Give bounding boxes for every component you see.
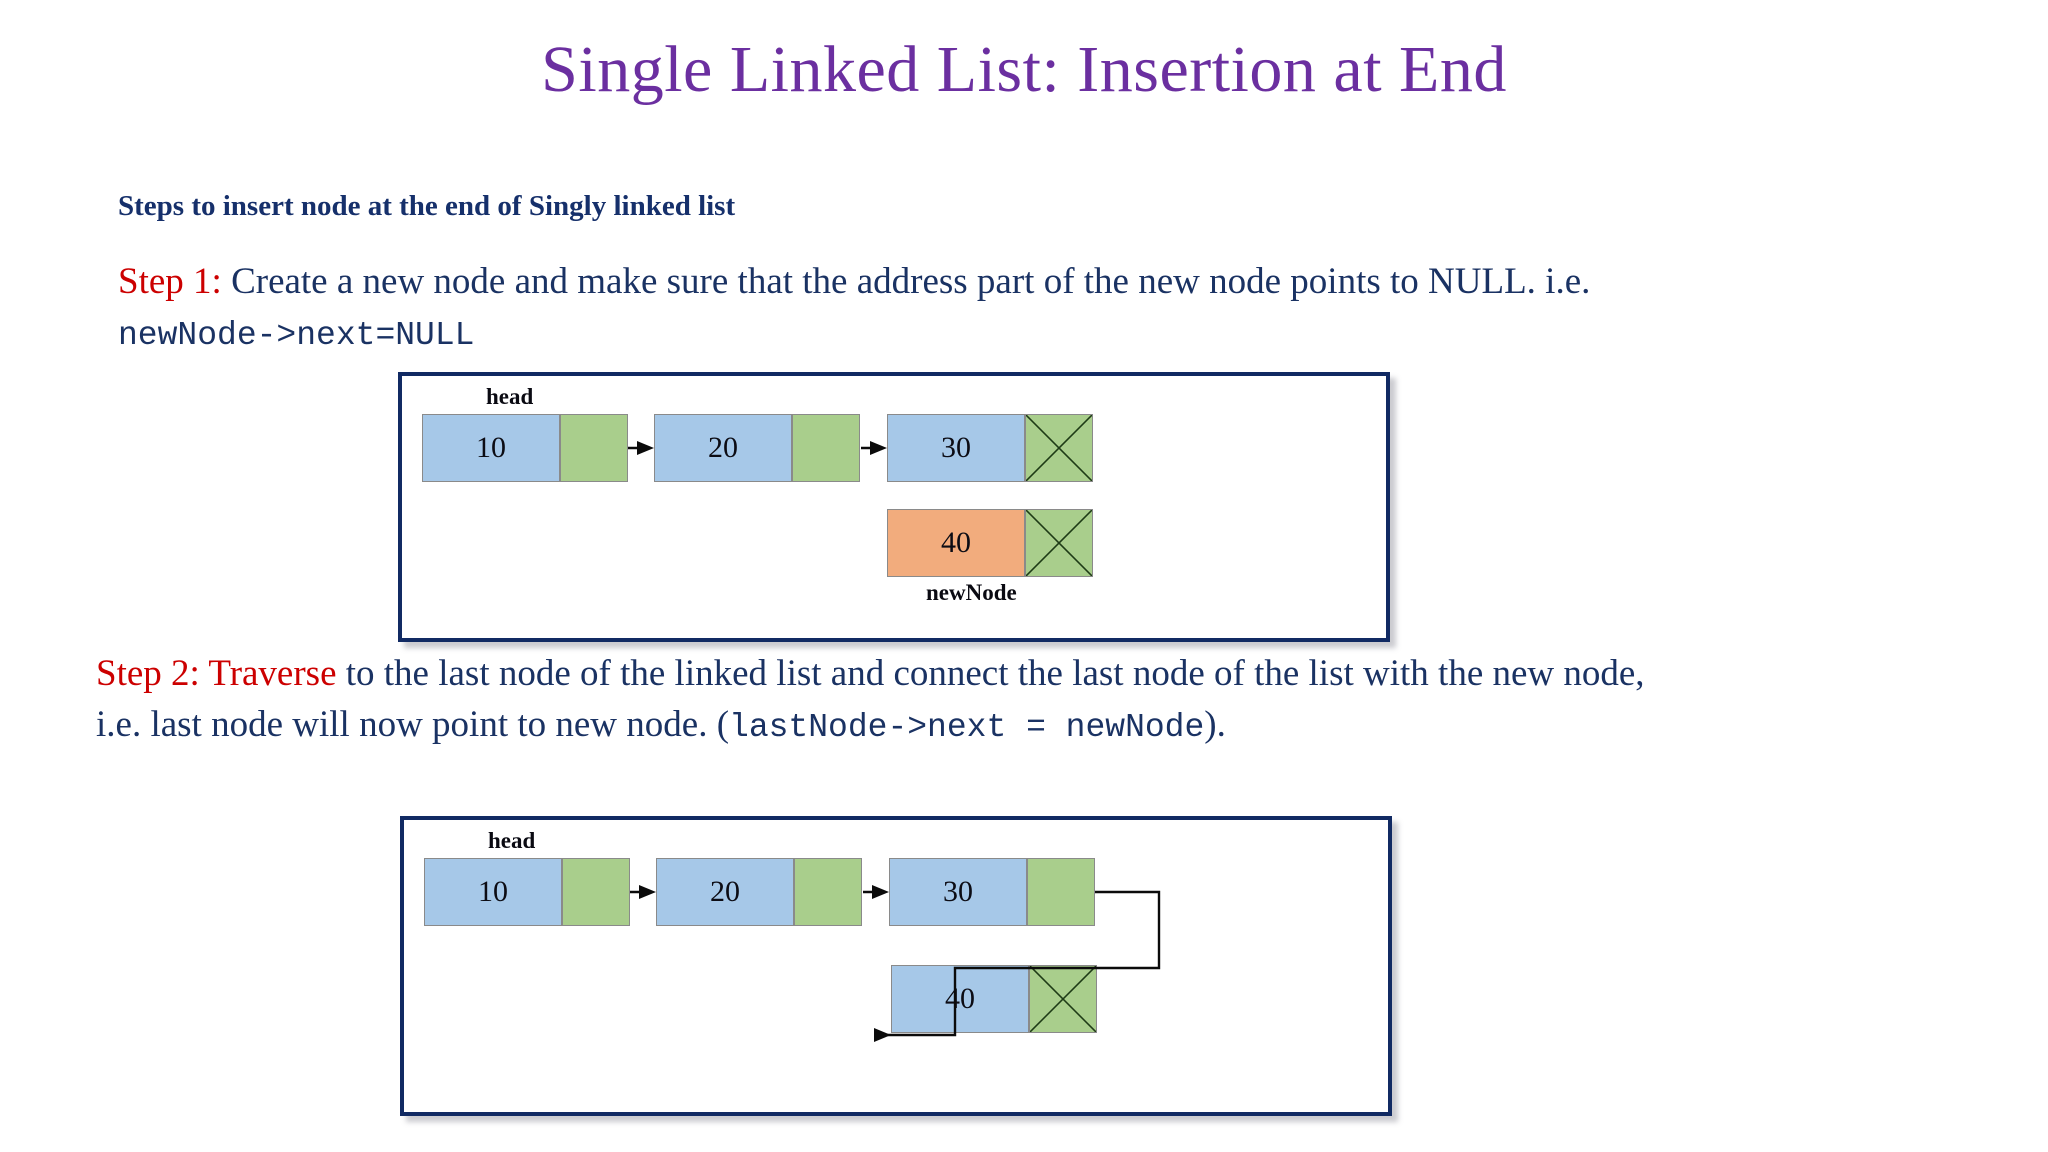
step-1-code: newNode->next=NULL (118, 317, 475, 354)
arrow-20-to-30-head (872, 885, 889, 899)
arrow-10-to-20-head (639, 885, 656, 899)
null-x-icon (1026, 415, 1092, 481)
node-40: 40 (891, 965, 1097, 1033)
node-40-data: 40 (891, 965, 1029, 1033)
step-1-label: Step 1: (118, 261, 222, 302)
node-20-pointer (794, 858, 862, 926)
new-node-label: newNode (926, 580, 1017, 605)
node-10: 10 (422, 414, 628, 482)
node-20-data: 20 (656, 858, 794, 926)
step-2-text: to the last node of the linked list and … (96, 653, 1645, 745)
head-label: head (488, 828, 536, 853)
new-node-40-data: 40 (887, 509, 1025, 577)
node-30-data: 30 (887, 414, 1025, 482)
node-10-data: 10 (424, 858, 562, 926)
diagram-step-2: head 10 20 30 40 (400, 816, 1392, 1116)
step-1-paragraph: Step 1: Create a new node and make sure … (118, 256, 1688, 361)
arrow-10-to-20-head (637, 441, 654, 455)
arrow-20-to-30-head (870, 441, 887, 455)
node-20-pointer (792, 414, 860, 482)
arrow-30-to-40-head (874, 1028, 891, 1042)
node-30-null-pointer (1025, 414, 1093, 482)
null-x-icon (1026, 510, 1092, 576)
null-x-icon (1030, 966, 1096, 1032)
steps-heading: Steps to insert node at the end of Singl… (118, 190, 736, 222)
node-30: 30 (889, 858, 1095, 926)
new-node-40-null-pointer (1025, 509, 1093, 577)
diagram-step-1: head 10 20 30 40 newNode (398, 372, 1390, 642)
new-node-40: 40 (887, 509, 1093, 577)
node-10-pointer (562, 858, 630, 926)
step-1-text: Create a new node and make sure that the… (221, 261, 1591, 302)
node-40-null-pointer (1029, 965, 1097, 1033)
page-title: Single Linked List: Insertion at End (541, 33, 1507, 106)
step-2-paragraph: Step 2: Traverse to the last node of the… (96, 648, 1656, 753)
step-2-code: lastNode->next = newNode (729, 709, 1205, 746)
node-10-pointer (560, 414, 628, 482)
node-20: 20 (656, 858, 862, 926)
node-30-data: 30 (889, 858, 1027, 926)
node-10: 10 (424, 858, 630, 926)
node-30: 30 (887, 414, 1093, 482)
node-20: 20 (654, 414, 860, 482)
step-2-label: Step 2: Traverse (96, 653, 337, 694)
step-2-text-tail: ). (1204, 704, 1226, 745)
head-label: head (486, 384, 534, 409)
node-10-data: 10 (422, 414, 560, 482)
node-20-data: 20 (654, 414, 792, 482)
node-30-pointer (1027, 858, 1095, 926)
